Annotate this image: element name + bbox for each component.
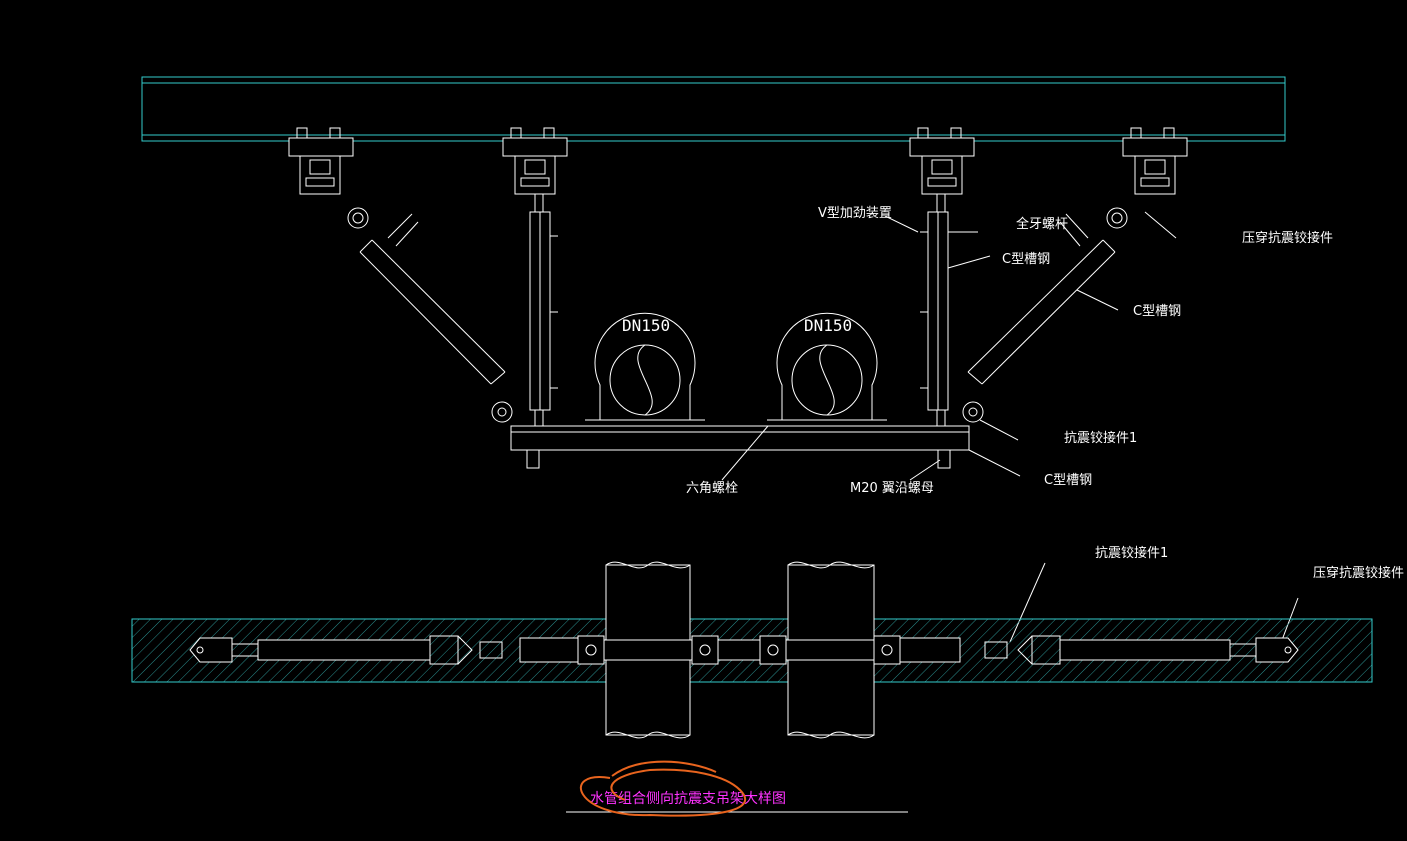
label-c-channel-3: C型槽钢 bbox=[1044, 473, 1092, 488]
leader-lines bbox=[721, 211, 1299, 643]
vertical-channel-right bbox=[920, 193, 949, 427]
diagonal-brace-left bbox=[347, 207, 513, 423]
label-c-channel-2: C型槽钢 bbox=[1133, 304, 1181, 319]
plan-brace-assembly bbox=[189, 635, 1299, 665]
vertical-channel-left bbox=[529, 193, 558, 427]
label-m20-nut: M20 翼沿螺母 bbox=[850, 481, 934, 496]
beam-clamp-4 bbox=[1122, 127, 1188, 195]
label-press-hinge-top: 压穿抗震铰接件 bbox=[1242, 230, 1333, 246]
label-hex-bolt: 六角螺栓 bbox=[686, 481, 738, 496]
pipe-label-right: DN150 bbox=[804, 316, 852, 335]
label-press-hinge-plan: 压穿抗震铰接件 bbox=[1313, 565, 1404, 581]
beam-clamp-1 bbox=[288, 127, 354, 195]
pipe-label-left: DN150 bbox=[622, 316, 670, 335]
ceiling-beam bbox=[141, 76, 1286, 142]
label-v-reinforce: V型加劲装置 bbox=[818, 206, 892, 221]
pipe-dn150-left bbox=[585, 312, 705, 421]
pipe-dn150-right bbox=[767, 312, 887, 421]
drawing-title: 水管组合侧向抗震支吊架大样图 bbox=[590, 791, 786, 807]
label-seismic-hinge-1: 抗震铰接件1 bbox=[1064, 430, 1137, 446]
label-c-channel-1: C型槽钢 bbox=[1002, 252, 1050, 267]
beam-clamp-2 bbox=[502, 127, 568, 195]
label-full-thread-rod: 全牙螺杆 bbox=[1016, 216, 1068, 232]
bottom-channel bbox=[510, 425, 970, 469]
markup-scribble bbox=[580, 760, 747, 817]
beam-clamp-3 bbox=[909, 127, 975, 195]
label-seismic-hinge-1-plan: 抗震铰接件1 bbox=[1095, 545, 1168, 561]
diagonal-brace-right bbox=[962, 207, 1128, 423]
